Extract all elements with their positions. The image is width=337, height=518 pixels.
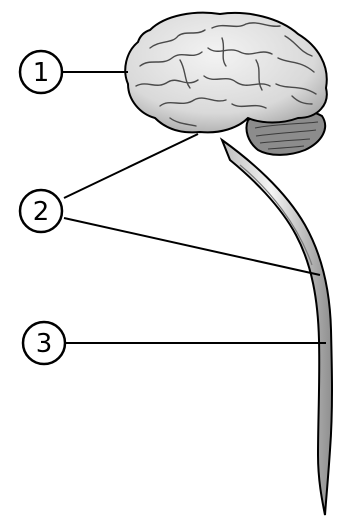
spinal-cord <box>222 140 332 515</box>
marker-2-text: 2 <box>33 197 50 227</box>
marker-3: 3 <box>23 322 65 364</box>
leader-line-2a <box>64 134 198 198</box>
marker-3-text: 3 <box>36 329 53 359</box>
leader-line-2b <box>64 218 320 275</box>
marker-2: 2 <box>20 190 62 232</box>
marker-1-text: 1 <box>33 58 50 88</box>
marker-1: 1 <box>20 51 62 93</box>
brain <box>125 13 327 133</box>
